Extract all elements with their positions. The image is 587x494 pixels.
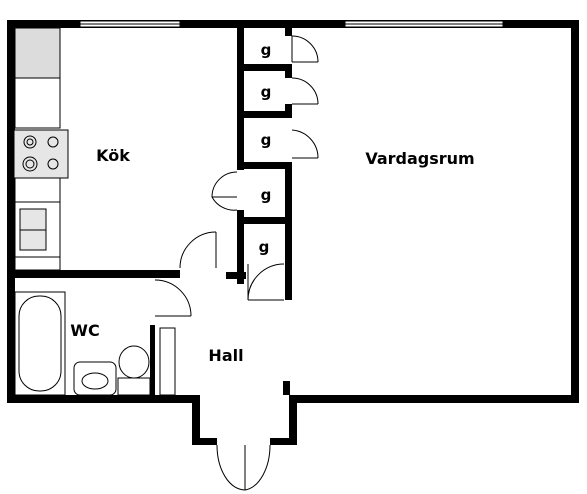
room-label-hall: Hall xyxy=(208,346,243,365)
entrance-door xyxy=(216,444,271,491)
kitchen-fixtures xyxy=(13,27,69,271)
kitchen-door xyxy=(179,231,217,269)
room-label-kitchen: Kök xyxy=(96,146,130,165)
closet-label: g xyxy=(261,131,272,149)
closet-label: g xyxy=(261,41,272,59)
closets: g g g g g xyxy=(211,35,319,301)
room-label-living-room: Vardagsrum xyxy=(365,149,474,168)
outer-walls xyxy=(7,20,579,445)
closet-label: g xyxy=(261,83,272,101)
interior-walls xyxy=(7,20,292,397)
toilet-icon xyxy=(117,377,151,396)
room-label-wc: WC xyxy=(70,321,99,340)
stove-icon xyxy=(13,129,69,179)
washbasin-icon xyxy=(73,361,117,396)
wc-fixtures xyxy=(14,279,192,396)
closet-label: g xyxy=(259,238,270,256)
closet-label: g xyxy=(261,186,272,204)
cabinet-icon xyxy=(14,27,61,79)
windows xyxy=(79,20,504,28)
